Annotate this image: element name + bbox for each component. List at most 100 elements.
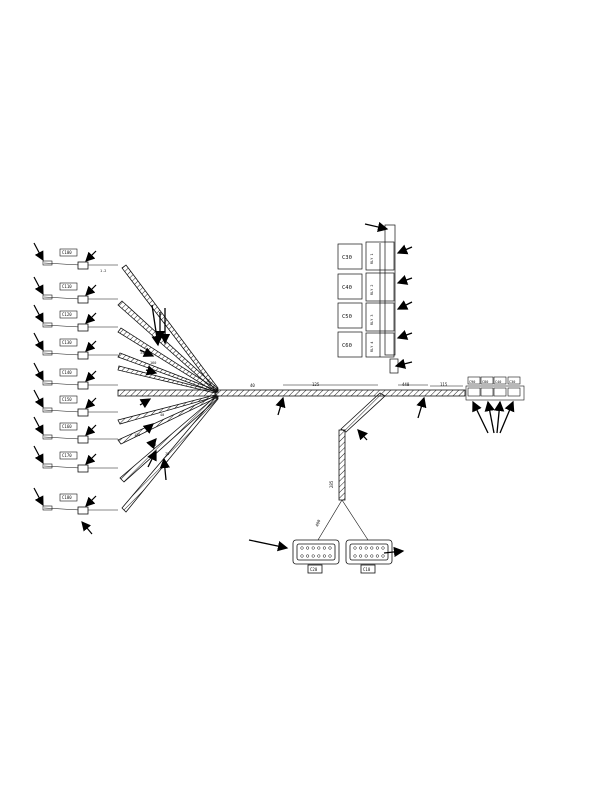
pin — [353, 554, 357, 558]
relay-2: RLY 2 — [370, 284, 374, 295]
dim-branch-f: 75 — [165, 452, 169, 456]
dim-bottom-fork: 400 — [314, 518, 321, 527]
pin — [306, 546, 310, 550]
right-conn-c30: C30 — [509, 380, 515, 384]
leader-arrow — [85, 370, 97, 382]
leader-arrow — [81, 521, 93, 535]
branch-fan — [117, 264, 220, 513]
bottom-fork — [317, 499, 369, 541]
leader-arrow — [383, 546, 405, 558]
leader-arrow — [33, 242, 44, 262]
left-connector-label: C130 — [62, 340, 72, 345]
relay-conn-c60: C60 — [342, 343, 352, 349]
pin — [381, 554, 385, 558]
pin — [306, 554, 310, 558]
leader-arrow — [33, 332, 44, 352]
relay-box — [337, 224, 399, 374]
relay-conn-c40: C40 — [342, 285, 352, 291]
leader-arrow — [394, 358, 413, 369]
left-connector-label: C140 — [62, 370, 72, 375]
left-connector: C150 — [33, 389, 118, 417]
leader-arrow — [33, 362, 44, 382]
leader-arrow — [416, 396, 427, 419]
relay-3: RLY 3 — [370, 314, 374, 325]
trunk-dimensions: 40 125 440 115 — [250, 382, 463, 388]
leader-arrow — [33, 416, 44, 436]
leader-arrow — [33, 389, 44, 409]
pin — [322, 546, 326, 550]
leader-arrow — [85, 312, 97, 324]
bottom-connector-pins — [300, 546, 385, 558]
left-connector: C170 — [33, 445, 118, 473]
pin — [375, 546, 379, 550]
leader-arrow — [493, 400, 505, 434]
relay-box-labels: C30 C40 C50 C60 RLY 1 RLY 2 RLY 3 RLY 4 — [342, 253, 374, 352]
leader-arrow — [146, 438, 157, 450]
pin — [300, 546, 304, 550]
leader-arrow — [159, 457, 171, 481]
left-connector-label: C120 — [62, 312, 72, 317]
drop-branch — [338, 392, 386, 501]
leader-arrow — [364, 221, 389, 233]
leader-arrow — [85, 424, 97, 436]
right-conn-c90: C90 — [469, 380, 475, 384]
leader-arrow — [142, 423, 154, 434]
left-connector-label: C170 — [62, 453, 72, 458]
dim-trunk-4: 115 — [440, 382, 448, 387]
leader-arrow — [396, 275, 413, 285]
dim-drop-down: 285 — [329, 480, 334, 488]
leader-arrow — [85, 340, 97, 352]
pin — [317, 554, 321, 558]
right-block-labels: C90 C80 C40 C30 — [469, 380, 515, 384]
bottom-connector-labels: C20 C10 — [310, 567, 371, 572]
pin — [300, 554, 304, 558]
pin — [317, 546, 321, 550]
dim-branch-top: 1.2 — [100, 269, 106, 273]
leader-arrow — [139, 398, 152, 409]
pin — [381, 546, 385, 550]
leader-arrow — [85, 495, 97, 507]
left-connector: C160 — [33, 416, 118, 444]
leader-arrow — [147, 449, 157, 468]
pin — [359, 554, 363, 558]
left-connector: C110 — [33, 276, 118, 304]
leader-arrow — [275, 396, 286, 416]
dim-branch-b: 160 — [150, 361, 156, 365]
pin — [370, 554, 374, 558]
leader-arrow — [145, 365, 158, 376]
pin — [364, 554, 368, 558]
dim-trunk-2: 125 — [312, 382, 320, 387]
leader-arrow — [396, 330, 413, 340]
leader-arrow — [357, 429, 368, 441]
leader-arrow — [472, 400, 489, 434]
leader-arrow — [85, 250, 97, 262]
pin — [359, 546, 363, 550]
pin — [311, 546, 315, 550]
dim-trunk-1: 40 — [250, 383, 255, 388]
pin — [328, 546, 332, 550]
leader-arrow — [139, 347, 155, 357]
pin — [364, 546, 368, 550]
right-conn-c80: C80 — [482, 380, 488, 384]
dim-trunk-3: 440 — [402, 382, 410, 387]
leader-arrow — [85, 284, 97, 296]
relay-conn-c30: C30 — [342, 255, 352, 261]
pin — [375, 554, 379, 558]
dim-branch-c: 40 — [160, 413, 164, 417]
leader-arrows — [139, 221, 515, 558]
leader-arrow — [151, 304, 162, 347]
leader-arrow — [396, 300, 413, 310]
left-connector: C100 — [33, 242, 118, 270]
leader-arrow — [33, 276, 44, 296]
left-connector: C120 — [33, 304, 118, 332]
pin — [322, 554, 326, 558]
leader-arrow — [33, 487, 44, 507]
main-trunk — [117, 389, 466, 397]
leader-arrow — [85, 397, 97, 409]
left-connector-label: C150 — [62, 397, 72, 402]
left-connector: C180 — [33, 487, 118, 535]
pin — [328, 554, 332, 558]
leader-arrow — [33, 304, 44, 324]
